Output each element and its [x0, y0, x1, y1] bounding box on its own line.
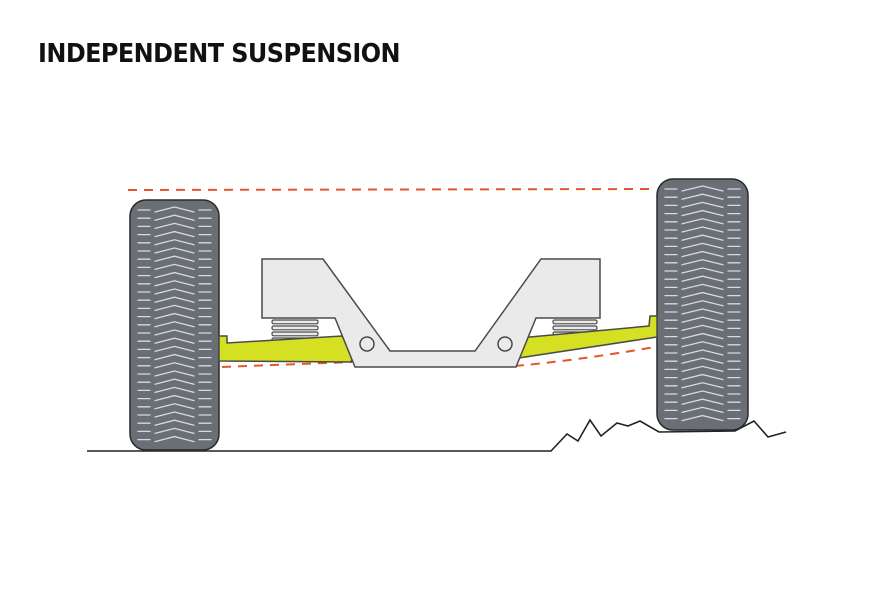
tread-mark [681, 185, 724, 192]
tread-mark [154, 435, 195, 443]
tread-mark [681, 414, 724, 422]
tread-mark [681, 332, 724, 340]
ground [87, 418, 787, 452]
tread-mark [154, 370, 195, 377]
diagram-title: INDEPENDENT SUSPENSION [38, 39, 401, 69]
spring-coil [271, 319, 319, 325]
tread-mark [154, 329, 195, 336]
tread-mark [681, 209, 724, 217]
tread-mark [154, 271, 195, 279]
tread-mark [154, 419, 195, 426]
tread-mark [154, 280, 195, 287]
tread-mark [154, 362, 195, 369]
tread-mark [681, 218, 724, 225]
tread-mark [154, 230, 195, 238]
ground-line [87, 418, 787, 452]
tread-mark [681, 275, 724, 282]
right-lower-guide-line [514, 346, 656, 367]
tread-mark [681, 316, 724, 323]
pivot-bolt-icon [359, 336, 375, 352]
tread-mark [681, 283, 724, 291]
tread-mark [154, 403, 195, 410]
tread-mark [681, 382, 724, 389]
tire-icon [656, 178, 749, 431]
tread-mark [154, 247, 195, 254]
tread-mark [154, 337, 195, 344]
tread-mark [154, 312, 195, 320]
tread-mark [681, 234, 724, 241]
frame-body [261, 258, 601, 368]
tread-mark [154, 239, 195, 246]
tread-mark [154, 255, 195, 262]
tread-mark [681, 365, 724, 373]
left-spring [271, 319, 319, 343]
tread-mark [681, 291, 724, 299]
coil-spring-icon [271, 319, 319, 343]
tread-mark [681, 390, 724, 397]
tread-mark [154, 345, 195, 353]
spring-coil [271, 331, 319, 337]
tread-mark [681, 226, 724, 233]
left-control-arm [218, 335, 355, 363]
right-wheel [656, 178, 749, 431]
spring-coil [552, 325, 598, 331]
tread-mark [681, 300, 724, 307]
tread-mark [681, 308, 724, 315]
tread-mark [154, 222, 195, 230]
tread-mark [154, 427, 195, 435]
tread-mark [681, 324, 724, 332]
tread-mark [154, 411, 195, 418]
tire-tread [664, 185, 741, 422]
spring-coil [271, 325, 319, 331]
tread-mark [681, 357, 724, 364]
tread-mark [681, 259, 724, 266]
tread-mark [154, 206, 195, 213]
tread-mark [154, 353, 195, 361]
tread-mark [154, 394, 195, 402]
tread-mark [154, 304, 195, 312]
spring-coil [552, 319, 598, 325]
tread-mark [154, 288, 195, 295]
tread-mark [154, 321, 195, 328]
tread-mark [154, 378, 195, 385]
top-guide-line [127, 188, 657, 191]
tread-mark [681, 398, 724, 405]
tread-mark [681, 349, 724, 356]
left-wheel [129, 199, 220, 451]
tire-icon [129, 199, 220, 451]
tread-mark [154, 214, 195, 221]
chassis-frame [261, 258, 601, 368]
tread-mark [154, 263, 195, 271]
tire-tread [137, 206, 212, 443]
tread-mark [154, 386, 195, 394]
tread-mark [681, 193, 724, 200]
pivot-bolt-icon [497, 336, 513, 352]
tread-mark [681, 406, 724, 414]
left-lower-guide-line [221, 361, 353, 368]
tread-mark [681, 341, 724, 348]
tread-mark [681, 250, 724, 258]
tread-mark [154, 296, 195, 303]
tread-mark [681, 242, 724, 250]
guide-lines [127, 188, 657, 368]
control-arm [218, 335, 355, 363]
tread-mark [681, 373, 724, 381]
tread-mark [681, 201, 724, 209]
tread-mark [681, 267, 724, 274]
